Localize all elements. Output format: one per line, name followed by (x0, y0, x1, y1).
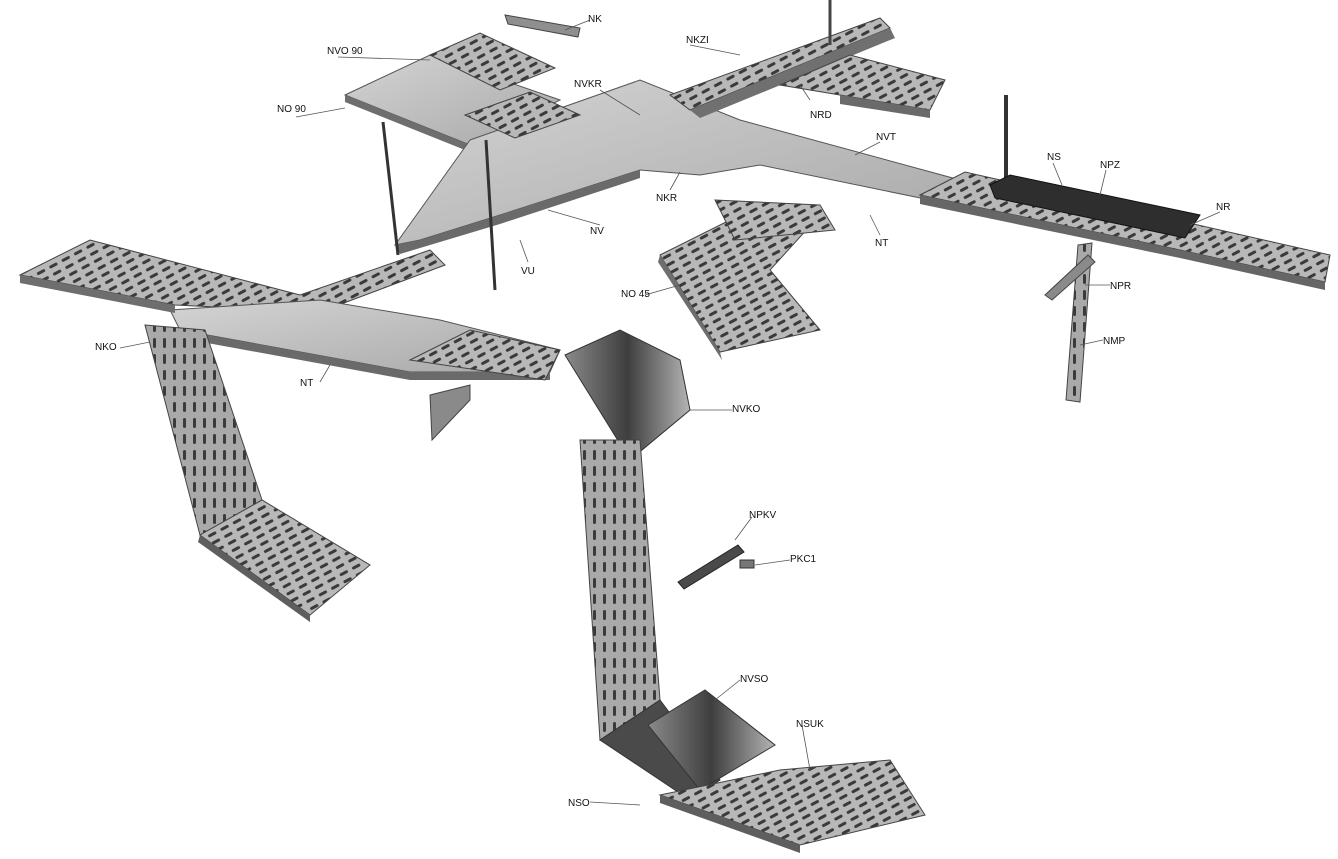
label-nt-right: NT (875, 238, 888, 249)
label-nso: NSO (568, 798, 590, 809)
nvso-cover (647, 689, 776, 791)
label-nv: NV (590, 226, 604, 237)
npkv-part (677, 544, 745, 590)
label-ns: NS (1047, 152, 1061, 163)
label-nko: NKO (95, 342, 117, 353)
label-nvko: NVKO (732, 404, 761, 415)
label-nvo90: NVO 90 (327, 46, 363, 57)
npz-splice-plate (989, 174, 1201, 239)
label-nvso: NVSO (740, 674, 769, 685)
label-nrd: NRD (810, 110, 832, 121)
label-npkv: NPKV (749, 510, 777, 521)
no90-branch-tray (463, 91, 582, 139)
leader-lines (119, 19, 1221, 806)
label-nkzi: NKZI (686, 35, 709, 46)
label-no90: NO 90 (277, 104, 306, 115)
label-pkc1: PKC1 (790, 554, 817, 565)
nrd-tray (778, 54, 946, 118)
label-nr: NR (1216, 202, 1230, 213)
npr-bracket (1044, 254, 1096, 301)
no45-tray (658, 199, 836, 360)
nmp-support (1044, 242, 1096, 403)
label-nvkr: NVKR (574, 79, 602, 90)
label-nsuk: NSUK (796, 719, 824, 730)
nk-cover-piece (504, 14, 581, 38)
label-nkr: NKR (656, 193, 677, 204)
label-npz: NPZ (1100, 160, 1120, 171)
vu-bracket (429, 384, 471, 442)
hanger-rod-left (381, 121, 400, 256)
right-straight-tray (918, 171, 1331, 290)
label-npr: NPR (1110, 281, 1131, 292)
nkzi-tray (668, 0, 895, 118)
left-long-tray (18, 239, 561, 381)
label-no45: NO 45 (621, 289, 650, 300)
nko-vertical-tray (144, 324, 371, 622)
label-nt-left: NT (300, 378, 313, 389)
hanger-rod-mid (484, 139, 497, 291)
nso-vertical-tray (564, 329, 926, 853)
label-nvt: NVT (876, 132, 896, 143)
label-nk: NK (588, 14, 602, 25)
pkc1-part (739, 559, 755, 569)
label-vu: VU (521, 266, 535, 277)
label-nmp: NMP (1103, 336, 1126, 347)
